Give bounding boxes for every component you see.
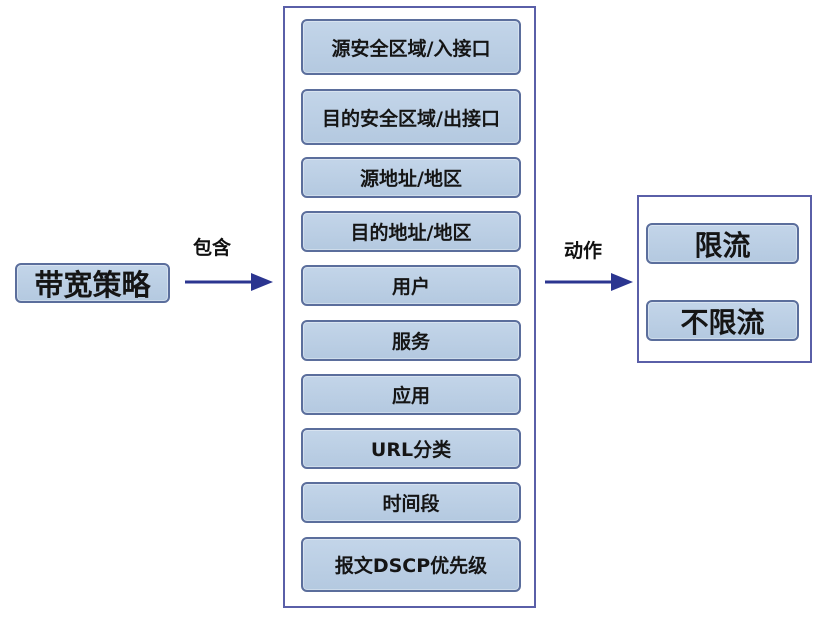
condition-time-range: 时间段 [301,482,521,523]
action-label: 限流 [694,228,751,262]
condition-user: 用户 [301,265,521,306]
condition-label: URL分类 [370,439,452,461]
action-arrow-icon [545,273,633,291]
condition-label: 服务 [391,331,430,353]
condition-url-category: URL分类 [301,428,521,469]
condition-label: 源地址/地区 [360,168,462,190]
condition-application: 应用 [301,374,521,415]
condition-dscp-priority: 报文DSCP优先级 [301,537,521,592]
condition-label: 报文DSCP优先级 [334,555,488,577]
action-label: 不限流 [680,305,765,339]
condition-label: 目的地址/地区 [350,222,472,244]
condition-label: 时间段 [382,493,440,515]
condition-label: 目的安全区域/出接口 [322,107,500,130]
condition-dest-zone: 目的安全区域/出接口 [301,89,521,145]
condition-source-address: 源地址/地区 [301,157,521,198]
contains-edge-label: 包含 [193,237,232,259]
condition-service: 服务 [301,320,521,361]
action-edge-label: 动作 [564,240,603,262]
bandwidth-policy-node: 带宽策略 [15,263,170,303]
condition-dest-address: 目的地址/地区 [301,211,521,252]
condition-label: 应用 [391,385,430,407]
contains-arrow-icon [185,273,273,291]
condition-label: 源安全区域/入接口 [331,37,491,60]
action-rate-limit: 限流 [646,223,799,264]
bandwidth-policy-label: 带宽策略 [34,268,151,302]
condition-source-zone: 源安全区域/入接口 [301,19,521,75]
condition-label: 用户 [391,276,430,298]
action-no-rate-limit: 不限流 [646,300,799,341]
